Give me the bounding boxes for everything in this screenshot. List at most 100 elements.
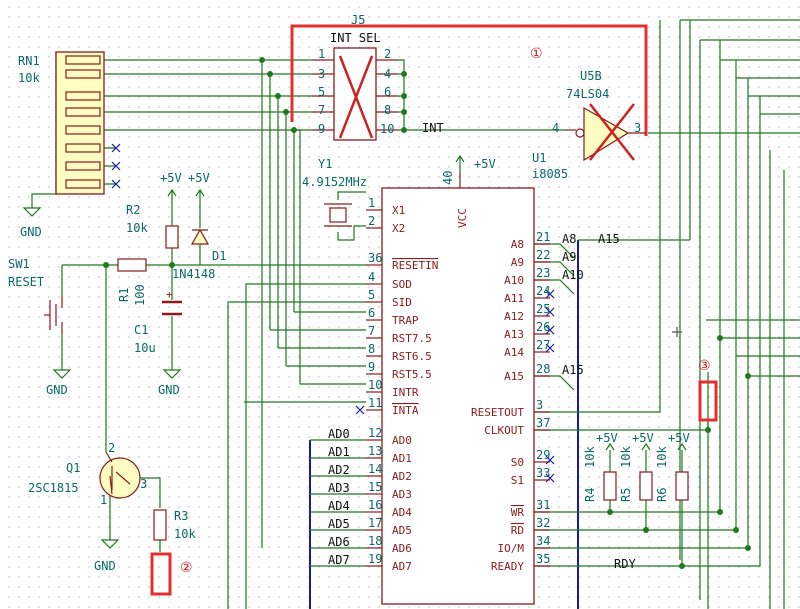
- net-ad-label: AD7: [328, 553, 350, 567]
- y1-crystal[interactable]: Y1 4.9152MHz: [302, 157, 367, 227]
- r6-value: 10k: [655, 446, 669, 468]
- u1-pin-name: RST6.5: [392, 350, 432, 363]
- r3-resistor[interactable]: R3 10k: [153, 509, 196, 541]
- net-ad-label: AD3: [328, 481, 350, 495]
- u1-ref: U1: [532, 151, 546, 165]
- gnd-c1-symbol: GND: [158, 369, 182, 397]
- rn1-resistor-network[interactable]: RN1 10k: [18, 51, 105, 195]
- j5-pin-4: 4: [384, 67, 391, 81]
- j5-pin-1: 1: [318, 47, 325, 61]
- u1-pin-number: 8: [368, 342, 375, 356]
- d1-value: 1N4148: [172, 267, 215, 281]
- r4-resistor[interactable]: R4 10k: [583, 446, 617, 502]
- r5-resistor[interactable]: R5 10k: [619, 446, 653, 502]
- u1-pin-number: 34: [536, 534, 550, 548]
- d1-ref: D1: [212, 249, 226, 263]
- marker-2-label: ②: [180, 560, 193, 576]
- j5-pin-6: 6: [384, 85, 391, 99]
- d1-diode[interactable]: D1 1N4148: [172, 228, 226, 281]
- net-int-label: INT: [422, 121, 444, 135]
- net-ad-label: AD2: [328, 463, 350, 477]
- u1-pin-number: 35: [536, 552, 550, 566]
- u1-pin-number: 26: [536, 320, 550, 334]
- u1-pin-name: A9: [511, 256, 524, 269]
- sw1-reset-switch[interactable]: SW1 RESET: [8, 257, 63, 334]
- u1-pin-number: 15: [368, 480, 382, 494]
- u5b-pin-out: 3: [634, 121, 641, 135]
- u1-i8085[interactable]: 40 VCC U1 i8085 1X12X236RESETIN4SOD5SID6…: [366, 151, 568, 605]
- r6-power-label: +5V: [668, 431, 690, 445]
- r6-resistor[interactable]: R6 10k: [655, 446, 689, 502]
- u1-pin-name: SOD: [392, 278, 412, 291]
- marker-3-label: ③: [698, 358, 711, 374]
- u1-pin-number: 23: [536, 266, 550, 280]
- u1-pin-name: RD: [511, 524, 524, 537]
- gnd-sw1-symbol: GND: [46, 369, 72, 397]
- r6-power-symbol: +5V: [668, 431, 690, 451]
- q1-pin-1: 1: [100, 493, 107, 507]
- j5-ref: J5: [351, 13, 365, 27]
- q1-transistor[interactable]: 2 1 3 Q1 2SC1815: [28, 441, 147, 507]
- u1-pin-number: 21: [536, 230, 550, 244]
- u1-pin-name: AD6: [392, 542, 412, 555]
- r5-power-symbol: +5V: [632, 431, 654, 451]
- u1-pin-number: 11: [368, 396, 382, 410]
- j5-pin-8: 8: [384, 103, 391, 117]
- r4-value: 10k: [583, 446, 597, 468]
- u1-pin-name: A13: [504, 328, 524, 341]
- c1-capacitor[interactable]: + C1 10u: [134, 288, 182, 355]
- u1-pin-name: IO/M: [498, 542, 525, 555]
- u1-pin-number: 16: [368, 498, 382, 512]
- vcc-u1-symbol: +5V: [455, 154, 496, 172]
- u1-pin-name: A8: [511, 238, 524, 251]
- u1-pin-name: AD2: [392, 470, 412, 483]
- u1-pin-name: SID: [392, 296, 412, 309]
- gnd-rn1-symbol: GND: [20, 207, 42, 239]
- y1-ref: Y1: [318, 157, 332, 171]
- j5-int-sel-header[interactable]: J5 INT SEL 1 3 5 7 9 2 4 6 8 10: [312, 13, 398, 141]
- u5b-ref: U5B: [580, 69, 602, 83]
- net-a10-label: A10: [562, 268, 584, 282]
- gnd-sw1-label: GND: [46, 383, 68, 397]
- u1-pin-name: A11: [504, 292, 524, 305]
- net-ad-label: AD5: [328, 517, 350, 531]
- r3-value: 10k: [174, 527, 196, 541]
- q1-pin-3: 3: [140, 477, 147, 491]
- d1-power-symbol: +5V: [188, 171, 210, 197]
- r4-power-symbol: +5V: [596, 431, 618, 451]
- gnd-rn1-label: GND: [20, 225, 42, 239]
- u1-pin-name: RESETIN: [392, 259, 438, 272]
- u1-pin-number: 10: [368, 378, 382, 392]
- u1-vcc-pin-name: VCC: [456, 208, 469, 228]
- u1-pin-number: 2: [368, 214, 375, 228]
- r3-ref: R3: [174, 509, 188, 523]
- u1-pin-number: 27: [536, 338, 550, 352]
- u1-value: i8085: [532, 167, 568, 181]
- gnd-q1-label: GND: [94, 559, 116, 573]
- u5b-pin-in: 4: [552, 121, 559, 135]
- marker-3-highlight-box: [698, 380, 718, 422]
- u1-pin-number: 33: [536, 466, 550, 480]
- no-connect-markers: [111, 143, 555, 483]
- u1-pin-number: 28: [536, 362, 550, 376]
- r2-resistor[interactable]: R2 10k: [126, 203, 179, 249]
- u5b-inverter[interactable]: U5B 74LS04 4 3: [552, 69, 646, 162]
- u5b-value: 74LS04: [566, 87, 609, 101]
- u1-pin-number: 19: [368, 552, 382, 566]
- u1-pin-number: 9: [368, 360, 375, 374]
- r5-power-label: +5V: [632, 431, 654, 445]
- r1-ref: R1: [117, 288, 131, 302]
- u1-pin-number: 12: [368, 426, 382, 440]
- q1-ref: Q1: [66, 461, 80, 475]
- net-ad-label: AD0: [328, 427, 350, 441]
- vcc-u1-label: +5V: [474, 157, 496, 171]
- u1-pin-name: AD0: [392, 434, 412, 447]
- u1-pin-number: 37: [536, 416, 550, 430]
- gnd-q1-symbol: GND: [94, 539, 120, 573]
- r1-resistor[interactable]: R1 100: [117, 258, 147, 306]
- u1-pin-name: AD5: [392, 524, 412, 537]
- u1-pin-name: A14: [504, 346, 524, 359]
- crosshair-cursor: [672, 327, 682, 337]
- j5-pin-5: 5: [318, 85, 325, 99]
